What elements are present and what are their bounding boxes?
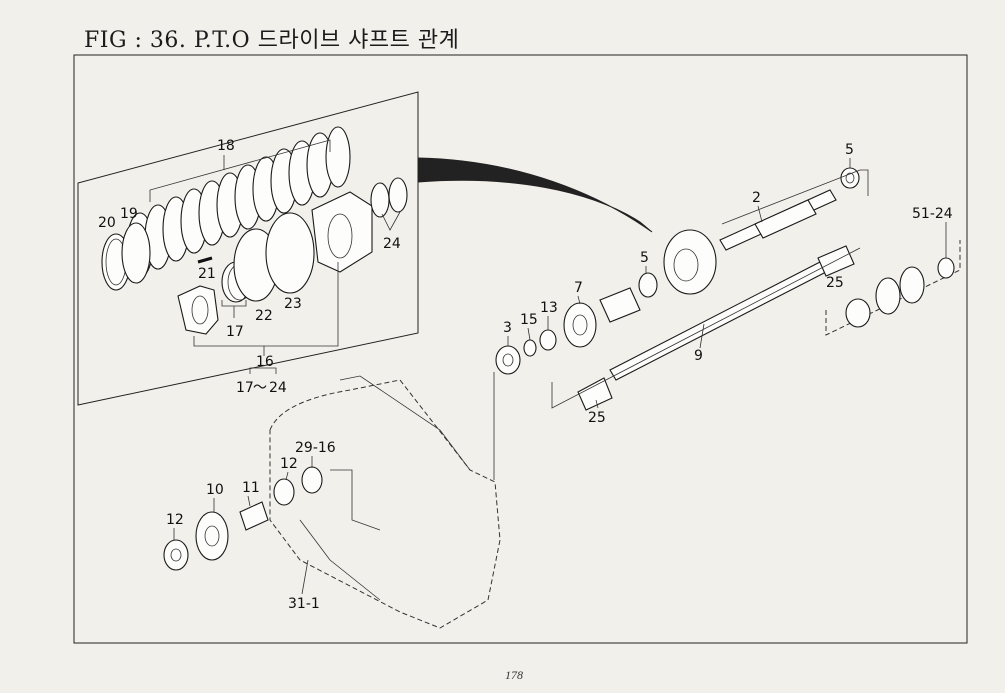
clutch-disc-stack bbox=[126, 126, 351, 278]
label-5-b: 5 bbox=[640, 250, 649, 266]
gear-51-24 bbox=[937, 257, 955, 279]
gear-right-a bbox=[875, 277, 901, 315]
label-range-sep: ～ bbox=[253, 380, 267, 396]
gear-right-b bbox=[899, 266, 925, 304]
bearing-3 bbox=[495, 345, 521, 375]
label-10: 10 bbox=[206, 482, 224, 498]
label-19: 19 bbox=[120, 206, 138, 222]
outer-frame bbox=[73, 54, 968, 644]
label-22: 22 bbox=[255, 308, 273, 324]
bearing-5-lower bbox=[638, 272, 658, 298]
label-7: 7 bbox=[574, 280, 583, 296]
washer-15 bbox=[523, 339, 537, 357]
label-25-a: 25 bbox=[826, 275, 844, 291]
label-2: 2 bbox=[752, 190, 761, 206]
sleeve-25-upper bbox=[817, 245, 855, 277]
label-5-a: 5 bbox=[845, 142, 854, 158]
seal-ring-24-b bbox=[388, 177, 408, 213]
sleeve-25-lower bbox=[577, 377, 613, 411]
label-11: 11 bbox=[242, 480, 260, 496]
label-20: 20 bbox=[98, 215, 116, 231]
label-17-b: 17 bbox=[236, 380, 254, 396]
bracket-16 bbox=[193, 262, 339, 347]
label-25-b: 25 bbox=[588, 410, 606, 426]
bearing-5-top bbox=[840, 167, 860, 189]
label-3: 3 bbox=[503, 320, 512, 336]
bearing-12-lower bbox=[163, 539, 189, 571]
gear-10 bbox=[195, 511, 229, 561]
label-24-b: 24 bbox=[269, 380, 287, 396]
label-31-1: 31-1 bbox=[288, 596, 320, 612]
gear-7 bbox=[563, 302, 597, 348]
label-15: 15 bbox=[520, 312, 538, 328]
label-17-a: 17 bbox=[226, 324, 244, 340]
clutch-housing bbox=[311, 191, 373, 273]
collar-13 bbox=[539, 329, 557, 351]
piston-16 bbox=[177, 285, 219, 335]
figure-title: FIG : 36. P.T.O 드라이브 샤프트 관계 bbox=[84, 28, 460, 53]
pin-21 bbox=[197, 256, 213, 264]
ring-23 bbox=[265, 212, 315, 294]
label-16: 16 bbox=[256, 354, 274, 370]
label-29-16: 29-16 bbox=[295, 440, 336, 456]
label-24-a: 24 bbox=[383, 236, 401, 252]
label-21: 21 bbox=[198, 266, 216, 282]
gear-shaft-7 bbox=[599, 287, 641, 323]
label-23: 23 bbox=[284, 296, 302, 312]
bearing-right bbox=[845, 298, 871, 328]
bracket-18 bbox=[149, 139, 331, 202]
detail-pointer-arrow bbox=[417, 157, 653, 233]
label-13: 13 bbox=[540, 300, 558, 316]
label-51-24: 51-24 bbox=[912, 206, 953, 222]
oring-29-16 bbox=[301, 466, 323, 494]
label-12-a: 12 bbox=[280, 456, 298, 472]
label-18: 18 bbox=[217, 138, 235, 154]
bearing-12-upper bbox=[273, 478, 295, 506]
clutch-drum bbox=[663, 229, 717, 295]
seal-ring-24-a bbox=[370, 182, 390, 218]
label-12-b: 12 bbox=[166, 512, 184, 528]
plate-19 bbox=[121, 222, 151, 284]
label-9: 9 bbox=[694, 348, 703, 364]
transmission-case-31-1 bbox=[269, 379, 501, 629]
page-number: 178 bbox=[505, 668, 523, 682]
clutch-inset-frame bbox=[77, 91, 419, 406]
sleeve-11 bbox=[239, 501, 269, 531]
